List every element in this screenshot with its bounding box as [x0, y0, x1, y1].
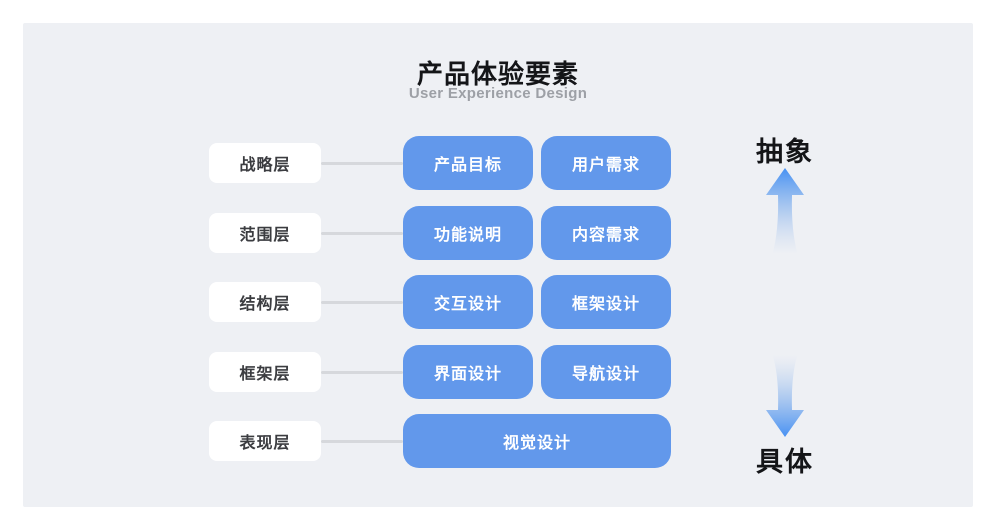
connector-line [321, 161, 403, 165]
axis-label-abstract: 抽象 [756, 137, 814, 167]
node-box: 功能说明 [403, 206, 533, 260]
arrow-up-icon [763, 168, 807, 259]
node-box: 内容需求 [541, 206, 671, 260]
diagram-panel: 产品体验要素 User Experience Design 战略层 产品目标 用… [23, 23, 973, 507]
page-subtitle: User Experience Design [408, 85, 588, 102]
node-box: 用户需求 [541, 136, 671, 190]
connector-line [321, 370, 403, 374]
layer-label: 战略层 [209, 143, 321, 183]
node-group: 产品目标 用户需求 [403, 136, 671, 190]
page-title: 产品体验要素 [416, 59, 579, 89]
layer-label: 表现层 [209, 421, 321, 461]
layer-row-structure: 结构层 交互设计 框架设计 [209, 275, 671, 329]
node-group: 交互设计 框架设计 [403, 275, 671, 329]
connector-line [321, 439, 403, 443]
node-group: 视觉设计 [403, 414, 671, 468]
connector-line [321, 231, 403, 235]
node-box: 产品目标 [403, 136, 533, 190]
layer-label: 框架层 [209, 352, 321, 392]
layer-row-surface: 表现层 视觉设计 [209, 414, 671, 468]
node-box: 框架设计 [541, 275, 671, 329]
node-box: 界面设计 [403, 345, 533, 399]
layer-row-skeleton: 框架层 界面设计 导航设计 [209, 345, 671, 399]
layer-label: 范围层 [209, 213, 321, 253]
axis-label-concrete: 具体 [756, 447, 814, 477]
node-box: 视觉设计 [403, 414, 671, 468]
node-group: 功能说明 内容需求 [403, 206, 671, 260]
connector-line [321, 300, 403, 304]
node-group: 界面设计 导航设计 [403, 345, 671, 399]
layer-row-strategy: 战略层 产品目标 用户需求 [209, 136, 671, 190]
layer-label: 结构层 [209, 282, 321, 322]
layer-row-scope: 范围层 功能说明 内容需求 [209, 206, 671, 260]
node-box: 导航设计 [541, 345, 671, 399]
arrow-down-icon [763, 355, 807, 442]
node-box: 交互设计 [403, 275, 533, 329]
